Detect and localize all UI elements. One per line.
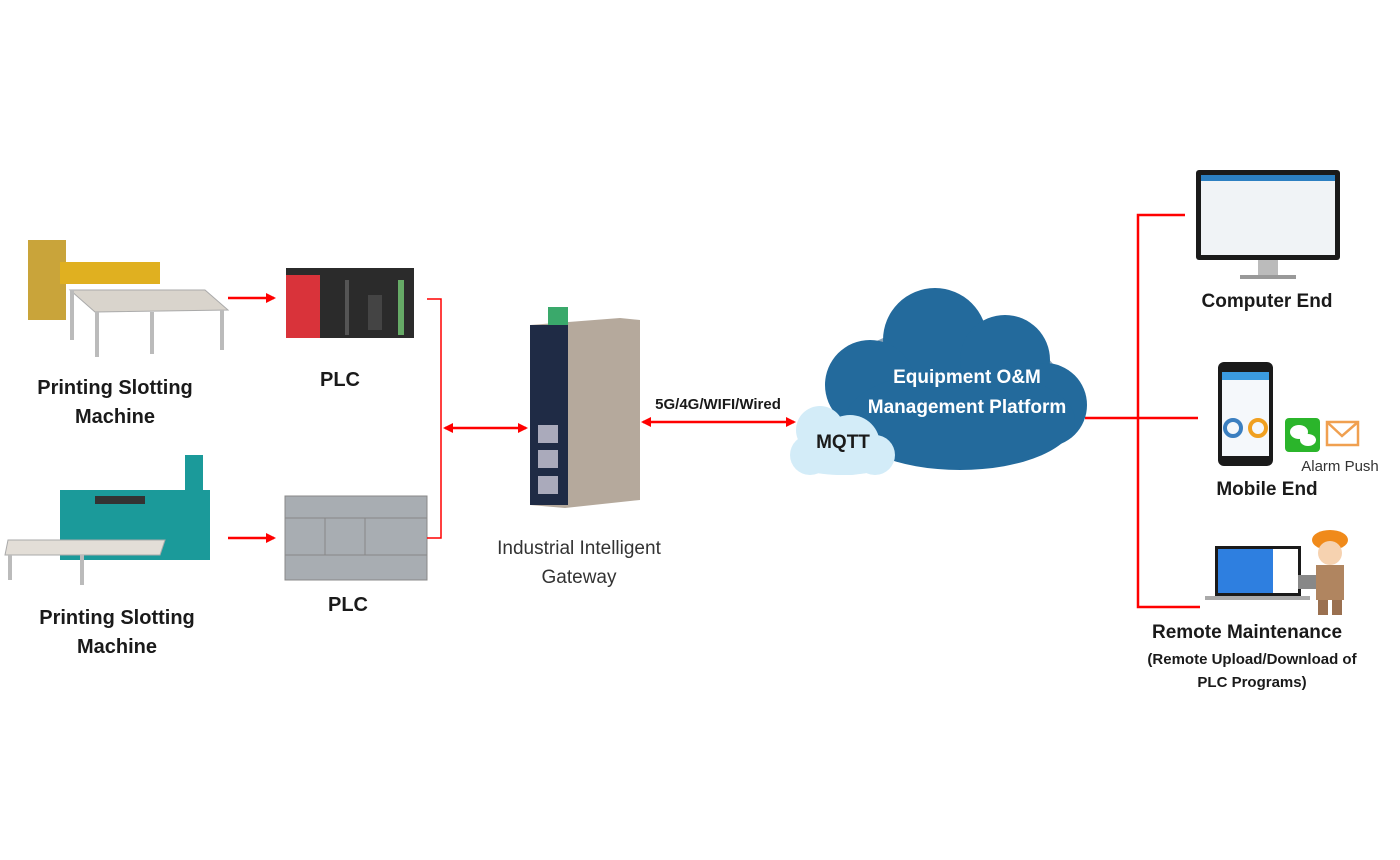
computer-monitor-image	[1196, 170, 1340, 279]
maintenance-worker-image	[1298, 530, 1348, 615]
industrial-gateway-image	[530, 307, 640, 508]
mqtt-cloud	[790, 406, 895, 475]
plc-1-label: PLC	[320, 369, 360, 391]
laptop-image	[1205, 546, 1310, 600]
printing-slotting-machine-1-image	[28, 240, 230, 357]
mobile-phone-image	[1218, 362, 1273, 466]
mqtt-label: MQTT	[816, 432, 870, 453]
printing-slotting-machine-2-image	[4, 455, 210, 585]
mail-icon	[1325, 420, 1360, 447]
plc-2-label: PLC	[328, 594, 368, 616]
alarm-push-label: Alarm Push	[1301, 458, 1379, 475]
connector-lines	[228, 213, 1200, 609]
wechat-icon	[1285, 418, 1320, 452]
remote-maintenance-label: Remote Maintenance	[1151, 622, 1343, 643]
plc-1-image	[286, 268, 414, 338]
link-label: 5G/4G/WIFI/Wired	[655, 396, 781, 413]
mobile-end-label: Mobile End	[1216, 479, 1318, 500]
plc-2-image	[284, 495, 428, 581]
platform-cloud	[825, 288, 1087, 470]
computer-end-label: Computer End	[1201, 291, 1333, 312]
